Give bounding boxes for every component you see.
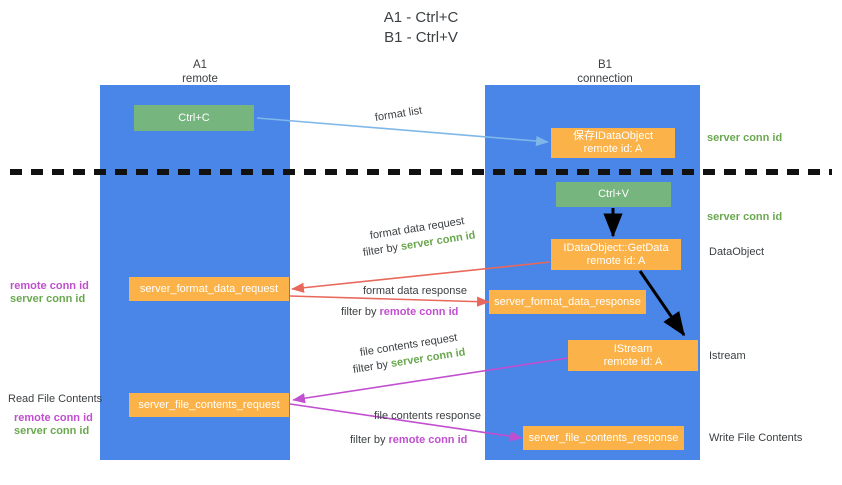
filter-value-remote-conn-id: remote conn id (379, 306, 459, 318)
right-label-server-conn-id-mid: server conn id (707, 211, 783, 223)
title-line-1: A1 - Ctrl+C (383, 9, 459, 26)
title-line-2: B1 - Ctrl+V (384, 29, 458, 46)
left-label-remote-conn-id-mid: remote conn id (10, 280, 89, 292)
box-server-format-data-response[interactable]: server_format_data_response (489, 290, 646, 314)
filter-prefix: filter by (350, 434, 389, 446)
box-server-format-data-request-label: server_format_data_request (139, 282, 279, 295)
box-save-idataobject[interactable]: 保存IDataObject remote id: A (551, 128, 675, 158)
box-idataobject-getdata[interactable]: IDataObject::GetData remote id: A (551, 239, 681, 270)
label-format-data-response: format data response (363, 285, 467, 297)
filter-prefix: filter by (341, 306, 380, 318)
left-label-remote-conn-id-bottom: remote conn id (14, 412, 93, 424)
box-server-file-contents-response-label: server_file_contents_response (528, 431, 679, 444)
right-label-dataobject: DataObject (709, 246, 765, 258)
label-file-contents-response: file contents response (374, 410, 482, 422)
box-istream[interactable]: IStream remote id: A (568, 340, 698, 371)
box-server-file-contents-response[interactable]: server_file_contents_response (523, 426, 684, 450)
filter-prefix: filter by (352, 358, 392, 376)
left-label-server-conn-id-mid: server conn id (10, 293, 86, 305)
label-format-list: format list (374, 104, 424, 124)
box-idataobject-getdata-line2: remote id: A (586, 254, 646, 267)
label-format-data-response-filter: filter by remote conn id (341, 305, 458, 319)
box-idataobject-getdata-line1: IDataObject::GetData (563, 241, 669, 254)
filter-prefix: filter by (362, 241, 402, 259)
left-label-server-conn-id-bottom: server conn id (14, 425, 90, 437)
box-istream-line2: remote id: A (603, 355, 663, 368)
box-ctrl-c[interactable]: Ctrl+C (134, 105, 254, 131)
column-header-b1: B1 connection (540, 58, 670, 86)
right-label-write-file-contents: Write File Contents (709, 432, 803, 444)
box-server-format-data-response-label: server_format_data_response (494, 295, 641, 308)
box-ctrl-c-label: Ctrl+C (178, 111, 210, 124)
box-server-file-contents-request-label: server_file_contents_request (138, 398, 280, 411)
box-save-idataobject-line1: 保存IDataObject (572, 130, 654, 142)
label-file-contents-response-filter: filter by remote conn id (350, 433, 467, 447)
column-b1-sub: connection (577, 73, 633, 85)
box-istream-line1: IStream (613, 342, 653, 355)
box-server-file-contents-request[interactable]: server_file_contents_request (129, 393, 289, 417)
right-label-server-conn-id-top: server conn id (707, 132, 783, 144)
box-ctrl-v-label: Ctrl+V (598, 188, 629, 200)
box-server-format-data-request[interactable]: server_format_data_request (129, 277, 289, 301)
filter-value-remote-conn-id: remote conn id (388, 434, 468, 446)
column-b1-name: B1 (597, 59, 613, 71)
page-title: A1 - Ctrl+C B1 - Ctrl+V (0, 8, 842, 48)
column-header-a1: A1 remote (140, 58, 260, 86)
right-label-istream: Istream (709, 350, 746, 362)
left-label-read-file-contents: Read File Contents (8, 393, 103, 405)
box-ctrl-v[interactable]: Ctrl+V (556, 182, 671, 207)
column-a1-name: A1 (192, 59, 208, 71)
box-save-idataobject-line2: remote id: A (583, 143, 643, 155)
column-a1-sub: remote (182, 73, 218, 85)
